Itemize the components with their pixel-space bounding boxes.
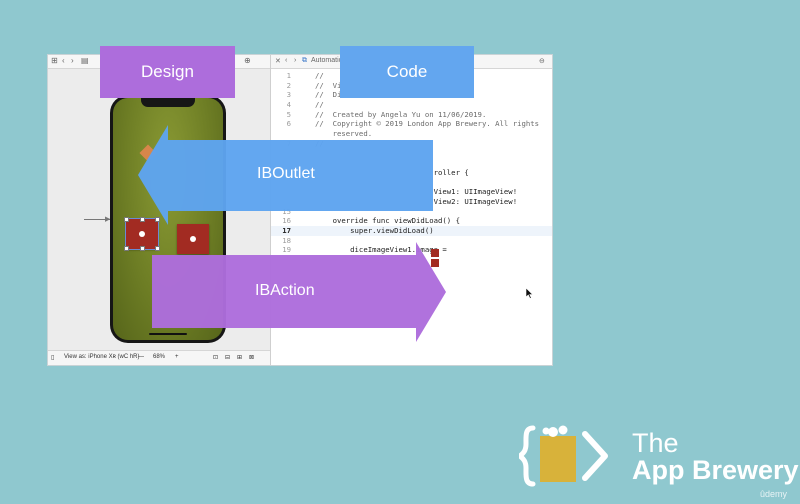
dice-thumbnail-icon bbox=[431, 259, 439, 267]
code-label: Code bbox=[340, 46, 474, 98]
entry-point-arrow-icon: ▶ bbox=[105, 216, 111, 223]
line-text: override func viewDidLoad() { bbox=[315, 216, 460, 226]
line-number: 2 bbox=[286, 80, 291, 90]
brand-app-brewery: App Brewery bbox=[632, 455, 799, 485]
code-line: 4 // bbox=[271, 100, 552, 110]
line-number: 3 bbox=[286, 90, 291, 100]
line-text: // Copyright © 2019 London App Brewery. … bbox=[315, 119, 540, 129]
close-editor-icon[interactable]: ✕ bbox=[275, 58, 281, 65]
code-line: 6 // Copyright © 2019 London App Brewery.… bbox=[271, 119, 552, 129]
code-line: View1: UIImageView! bbox=[271, 187, 552, 197]
dice-thumbnail-icon bbox=[431, 249, 439, 257]
code-line: View2: UIImageView! bbox=[271, 197, 552, 207]
line-number: 6 bbox=[286, 119, 291, 129]
related-files-icon[interactable]: ⊕ bbox=[244, 56, 251, 65]
automatic-label[interactable]: Automatic bbox=[311, 57, 343, 64]
zoom-out-button[interactable]: — bbox=[138, 354, 144, 360]
update-frames-icon[interactable]: ⊡ bbox=[213, 355, 219, 361]
line-number: 19 bbox=[282, 245, 291, 255]
resize-handle[interactable] bbox=[155, 246, 160, 251]
line-text: super.viewDidLoad() bbox=[315, 226, 434, 235]
code-line: 15 bbox=[271, 207, 552, 217]
ib-action-label: IBAction bbox=[255, 282, 315, 299]
resize-handle[interactable] bbox=[140, 246, 145, 251]
ib-outlet-label: IBOutlet bbox=[257, 165, 315, 182]
die-pip bbox=[190, 236, 196, 242]
code-text[interactable]: 1// 2// ViewCo 3// Dicee- 4// 5// Create… bbox=[271, 71, 552, 255]
dice-image-view-2[interactable] bbox=[177, 224, 209, 254]
file-icon[interactable]: ▤ bbox=[81, 56, 89, 65]
home-indicator bbox=[149, 333, 187, 335]
ib-action-arrow bbox=[152, 242, 446, 342]
add-editor-icon[interactable]: ⊖ bbox=[539, 58, 545, 65]
ib-outlet-arrow bbox=[138, 125, 433, 225]
code-line: reserved. bbox=[271, 129, 552, 139]
code-line-current: 17 super.viewDidLoad() bbox=[271, 226, 552, 236]
line-text: roller { bbox=[433, 167, 469, 177]
line-number: 17 bbox=[282, 226, 291, 235]
code-line: 16 override func viewDidLoad() { bbox=[271, 216, 552, 226]
line-number: 4 bbox=[286, 100, 291, 110]
resize-handle[interactable] bbox=[124, 246, 129, 251]
line-number: 15 bbox=[282, 206, 291, 216]
view-as-label[interactable]: View as: iPhone Xʀ (wC hR) bbox=[64, 354, 140, 360]
back-icon[interactable]: ‹ bbox=[62, 56, 65, 65]
line-number: 5 bbox=[286, 109, 291, 119]
pin-icon[interactable]: ⊞ bbox=[237, 355, 243, 361]
forward-icon[interactable]: › bbox=[294, 57, 297, 64]
line-text: // bbox=[315, 71, 324, 80]
align-icon[interactable]: ⊟ bbox=[225, 355, 231, 361]
resolve-issues-icon[interactable]: ⊠ bbox=[249, 355, 255, 361]
line-text: View2: UIImageView! bbox=[433, 196, 518, 206]
line-text: diceImageView1.image = bbox=[315, 245, 452, 255]
line-number: 1 bbox=[286, 71, 291, 80]
zoom-level: 68% bbox=[153, 354, 166, 360]
code-line: 19 diceImageView1.image = bbox=[271, 245, 552, 255]
grid-icon[interactable]: ⊞ bbox=[51, 56, 58, 65]
code-line: 1 // bbox=[271, 71, 552, 81]
line-number: 16 bbox=[282, 216, 291, 226]
resize-handle[interactable] bbox=[140, 217, 145, 222]
line-text: reserved. bbox=[315, 129, 373, 139]
line-text: // Created by Angela Yu on 11/06/2019. bbox=[315, 109, 487, 119]
design-label: Design bbox=[100, 46, 235, 98]
resize-handle[interactable] bbox=[124, 217, 129, 222]
line-text: View1: UIImageView! bbox=[433, 187, 518, 197]
code-line: roller { bbox=[271, 168, 552, 178]
automatic-icon[interactable]: ⧉ bbox=[302, 57, 307, 64]
dice-image-view-1[interactable] bbox=[124, 217, 160, 251]
back-icon[interactable]: ‹ bbox=[285, 57, 288, 64]
phone-notch bbox=[141, 98, 195, 107]
line-text: // bbox=[315, 100, 324, 110]
die-pip bbox=[139, 231, 145, 237]
sidebar-toggle-icon[interactable]: ▯ bbox=[51, 355, 55, 361]
resize-handle[interactable] bbox=[155, 217, 160, 222]
code-line: 18 bbox=[271, 236, 552, 246]
brand-the: The bbox=[632, 428, 679, 458]
entry-point-line bbox=[84, 219, 110, 220]
udemy-watermark: ûdemy bbox=[760, 489, 788, 499]
app-brewery-logo-icon bbox=[519, 425, 608, 487]
line-number: 18 bbox=[282, 235, 291, 245]
ib-bottom-bar: ▯ View as: iPhone Xʀ (wC hR) — 68% + ⊡ ⊟… bbox=[48, 350, 270, 365]
mouse-pointer-icon bbox=[526, 288, 534, 299]
code-line: 5 // Created by Angela Yu on 11/06/2019. bbox=[271, 110, 552, 120]
forward-icon[interactable]: › bbox=[71, 56, 74, 65]
zoom-in-button[interactable]: + bbox=[175, 354, 179, 360]
